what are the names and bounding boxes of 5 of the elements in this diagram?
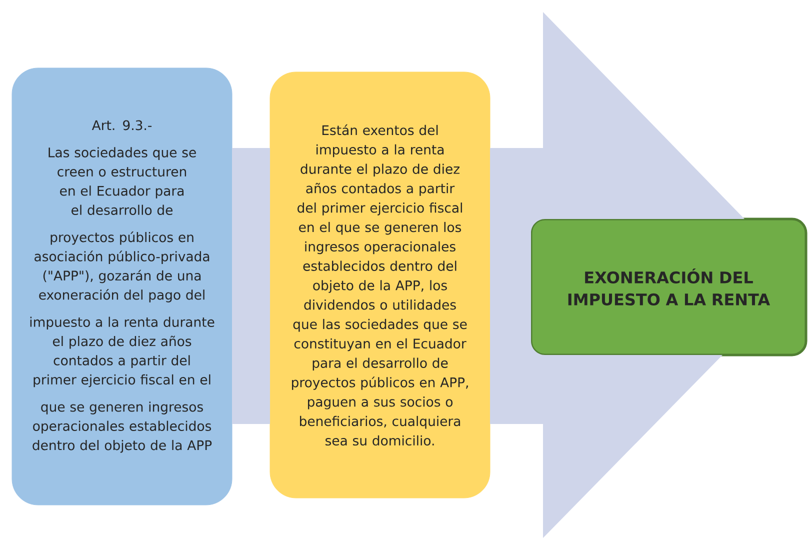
result-box: EXONERACIÓN DEL IMPUESTO A LA RENTA — [530, 218, 808, 356]
block-arrow — [232, 148, 270, 424]
block-arrow — [490, 12, 744, 538]
text-box: Art. 9.3.- Las sociedades que se creen o estructuren en el Ecuador para el desarrollo de proyectos públicos en asociación público-privada ("APP"), gozarán de una exoneración del pago del impuesto a la renta durante el plazo de diez años contados a partir del primer ejercicio fiscal en el que se generen ingresos operacionales establecidos dentro del objeto de la APP — [12, 68, 232, 506]
text-box: Están exentos del impuesto a la renta durante el plazo de diez años contados a partir del primer ejercicio fiscal en el que se generen los ingresos operacionales establecidos dentro del objeto de la APP, los dividendos o utilidades que las sociedades que se constituyan en el Ecuador para el desarrollo de proyectos públicos en APP, paguen a sus socios o beneficiarios, cualquiera sea su domicilio. — [270, 72, 490, 498]
